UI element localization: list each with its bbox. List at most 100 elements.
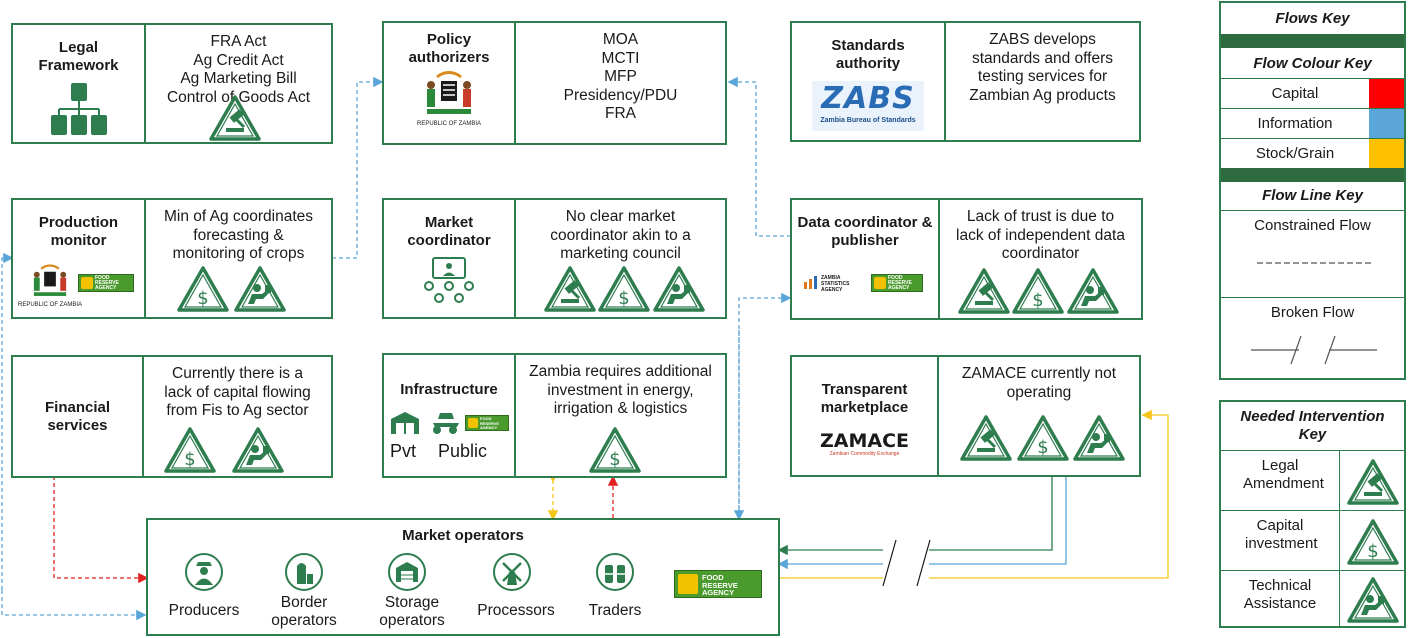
market-coordinator-box: Market coordinator No clear market coord… <box>382 198 727 319</box>
flow-colour-key-title: Flow Colour Key <box>1253 55 1372 72</box>
info-flow-data-policy <box>727 76 791 237</box>
operator-processors: Processors <box>477 602 555 619</box>
policy-authorizers-box: Policy authorizers REPUBLIC OF ZAMBIA MO… <box>382 21 727 145</box>
windmill-icon <box>493 553 531 591</box>
capital-investment-icon <box>177 266 229 312</box>
operator-producers: Producers <box>168 602 240 619</box>
capital-investment-icon <box>598 266 650 312</box>
broken-mark-2 <box>916 539 931 587</box>
legal-framework-title: Legal Framework <box>38 39 119 74</box>
stock-swatch <box>1369 139 1404 168</box>
legal-amendment-icon <box>960 415 1012 461</box>
public-label: Public <box>438 441 488 461</box>
data-coordinator-title: Data coordinator & publisher <box>797 214 933 249</box>
stock-flow-marketplace-operators <box>777 476 1053 556</box>
legal-framework-box: Legal Framework FRA Act Ag Credit Act Ag… <box>11 23 333 144</box>
zamace-logo: ZAMACE Zambian Commodity Exchange <box>819 430 910 457</box>
legal-amendment-icon <box>958 268 1010 314</box>
capital-investment-icon <box>164 427 216 473</box>
info-flow-left-production <box>1 252 14 590</box>
operator-traders: Traders <box>588 602 642 619</box>
colour-row-capital: Capital <box>1221 78 1404 108</box>
technical-assistance-icon <box>653 266 705 312</box>
market-operators-box: Market operators Producers Border operat… <box>146 518 780 636</box>
data-coordinator-box: Data coordinator & publisher ZAMBIA STAT… <box>790 198 1143 320</box>
capital-investment-icon <box>1012 268 1064 314</box>
info-flow-marketplace-operators <box>777 476 1067 570</box>
intervention-technical-row: Technical Assistance <box>1221 570 1404 628</box>
flows-key: Flows Key Flow Colour Key Capital Inform… <box>1219 1 1406 380</box>
information-swatch <box>1369 109 1404 138</box>
capital-investment-icon <box>1017 415 1069 461</box>
storage-tanks-icon <box>596 553 634 591</box>
intervention-legal-row: Legal Amendment <box>1221 450 1404 510</box>
infrastructure-title: Infrastructure <box>400 381 498 398</box>
transparent-marketplace-title: Transparent marketplace <box>820 381 909 416</box>
farmer-icon <box>185 553 223 591</box>
public-infra-icon <box>433 413 459 434</box>
technical-assistance-icon <box>1067 268 1119 314</box>
production-monitor-desc: Min of Ag coordinates forecasting & moni… <box>163 208 314 262</box>
info-flow-left-operators <box>1 590 147 621</box>
technical-assistance-icon <box>232 427 284 473</box>
intervention-capital-row: Capital investment <box>1221 510 1404 570</box>
policy-authorizers-desc: MOA MCTI MFP Presidency/PDU FRA <box>563 31 678 122</box>
intervention-key: Needed Intervention Key Legal Amendment … <box>1219 400 1406 628</box>
capital-flow-financial-operators <box>53 476 149 584</box>
operator-border: Border operators <box>271 594 337 629</box>
standards-authority-title: Standards authority <box>831 37 905 72</box>
financial-services-box: Financial services Currently there is a … <box>11 355 333 478</box>
zambia-coat-of-arms-icon <box>427 71 471 114</box>
broken-line-sample <box>1251 335 1377 365</box>
legal-amendment-icon <box>1347 459 1399 505</box>
warehouse-icon <box>388 553 426 591</box>
data-coordinator-desc: Lack of trust is due to lack of independ… <box>956 208 1125 262</box>
technical-assistance-icon <box>1073 415 1125 461</box>
technical-assistance-icon <box>1347 577 1399 623</box>
market-coordinator-desc: No clear market coordinator akin to a ma… <box>550 208 691 262</box>
policy-logo-caption: REPUBLIC OF ZAMBIA <box>416 121 481 127</box>
silo-icon <box>285 553 323 591</box>
legal-amendment-icon <box>544 266 596 312</box>
intervention-key-title: Needed Intervention Key <box>1240 408 1385 443</box>
hierarchy-icon <box>50 83 107 135</box>
financial-services-desc: Currently there is a lack of capital flo… <box>164 365 311 419</box>
standards-authority-desc: ZABS develops standards and offers testi… <box>969 31 1116 104</box>
constrained-flow-row: Constrained Flow <box>1221 210 1404 297</box>
flow-line-key-title: Flow Line Key <box>1262 187 1363 204</box>
zambia-coat-of-arms-icon <box>33 264 67 296</box>
infrastructure-desc: Zambia requires additional investment in… <box>529 363 712 417</box>
capital-swatch <box>1369 79 1404 108</box>
market-coordinator-title: Market coordinator <box>407 214 491 249</box>
policy-authorizers-title: Policy authorizers <box>408 31 490 66</box>
legal-framework-desc: FRA Act Ag Credit Act Ag Marketing Bill … <box>166 33 311 106</box>
operator-storage: Storage operators <box>379 594 445 629</box>
production-monitor-title: Production monitor <box>38 214 119 249</box>
standards-authority-box: Standards authority ZABS Zambia Bureau o… <box>790 21 1141 142</box>
meeting-icon <box>424 257 474 303</box>
transparent-marketplace-desc: ZAMACE currently not operating <box>961 365 1117 401</box>
market-operators-title: Market operators <box>402 527 524 544</box>
info-flow-production-policy <box>332 76 384 259</box>
zamstats-logo: ZAMBIA STATISTICS AGENCY <box>803 272 865 294</box>
pvt-label: Pvt <box>390 441 417 461</box>
colour-row-information: Information <box>1221 108 1404 138</box>
broken-mark-1 <box>882 539 897 587</box>
technical-assistance-icon <box>234 266 286 312</box>
colour-row-stock: Stock/Grain <box>1221 138 1404 168</box>
broken-flow-row: Broken Flow <box>1221 297 1404 380</box>
zabs-logo: ZABS Zambia Bureau of Standards <box>812 81 924 131</box>
transparent-marketplace-box: Transparent marketplace ZAMACE Zambian C… <box>790 355 1141 477</box>
financial-services-title: Financial services <box>44 398 111 434</box>
flows-key-title: Flows Key <box>1275 10 1350 27</box>
capital-investment-icon <box>589 427 641 473</box>
warehouse-icon <box>391 412 419 434</box>
grain-flow-operators-marketplace <box>780 409 1169 579</box>
capital-investment-icon <box>1347 519 1399 565</box>
